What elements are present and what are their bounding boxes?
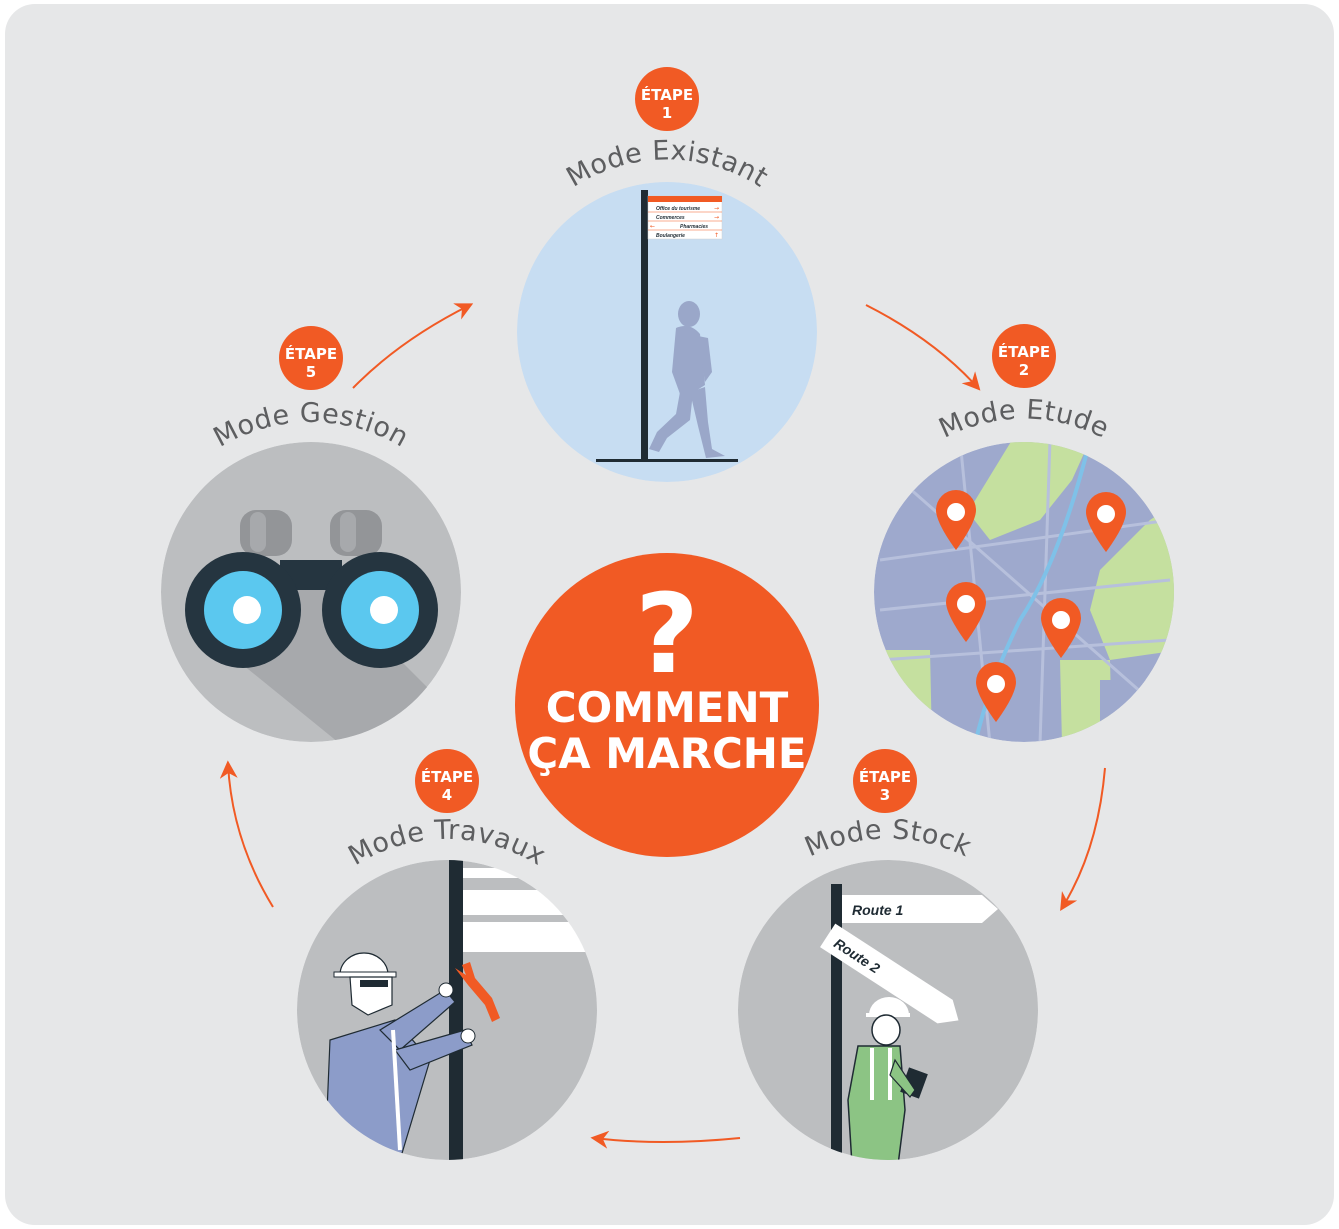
step-5-gestion: ÉTAPE 5 Mode Gestion [161,326,461,760]
svg-text:←: ← [650,223,655,230]
arrow-step3-to-step4 [594,1138,740,1142]
step-2-badge-word: ÉTAPE [998,342,1050,361]
question-mark-icon: ? [635,570,699,698]
arrow-step5-to-step1 [353,305,470,388]
center-title-line1: COMMENT [546,683,789,732]
sign-post [449,860,463,1160]
sign-line-4: Boulangerie [656,233,685,239]
center-badge: ? COMMENT ÇA MARCHE [515,553,819,857]
route-1-sign: Route 1 [842,895,998,923]
step-1-existant: ÉTAPE 1 Mode Existant Office du tourisme… [517,67,817,482]
svg-text:→: → [714,214,719,221]
step-5-badge-word: ÉTAPE [285,344,337,363]
direction-sign: Office du tourisme Commerces Pharmacies … [648,196,722,239]
route-1-label: Route 1 [852,902,904,918]
step-2-map-illustration [870,440,1180,744]
svg-text:→: → [714,205,719,212]
sign-line-1: Office du tourisme [656,206,700,212]
step-3-stock: ÉTAPE 3 Mode Stock Route 1 Route 2 [738,749,1038,1165]
step-3-badge-number: 3 [880,786,890,804]
arrow-step2-to-step3 [1062,768,1105,908]
sign-line-3: Pharmacies [680,224,708,230]
sign-post [641,190,648,462]
step-2-badge-number: 2 [1019,361,1029,379]
arrow-step4-to-step5 [228,764,273,907]
center-title-line2: ÇA MARCHE [527,729,806,778]
step-4-badge-word: ÉTAPE [421,767,473,786]
svg-text:↑: ↑ [714,232,719,239]
step-1-illustration: Office du tourisme Commerces Pharmacies … [517,182,817,482]
step-4-travaux: ÉTAPE 4 Mode Travaux [297,749,597,1160]
step-2-etude: ÉTAPE 2 Mode Etude [870,324,1180,744]
step-1-badge-word: ÉTAPE [641,85,693,104]
arrow-step1-to-step2 [866,305,978,388]
step-4-badge-number: 4 [442,786,452,804]
step-3-illustration: Route 1 Route 2 [738,860,1038,1165]
step-4-illustration [297,860,597,1160]
step-3-label: Mode Stock [800,814,976,863]
step-1-badge-number: 1 [662,104,672,122]
step-5-illustration [161,442,461,760]
step-2-label: Mode Etude [934,394,1114,444]
sign-line-2: Commerces [656,215,685,221]
step-5-badge-number: 5 [306,363,316,381]
step-3-badge-word: ÉTAPE [859,767,911,786]
